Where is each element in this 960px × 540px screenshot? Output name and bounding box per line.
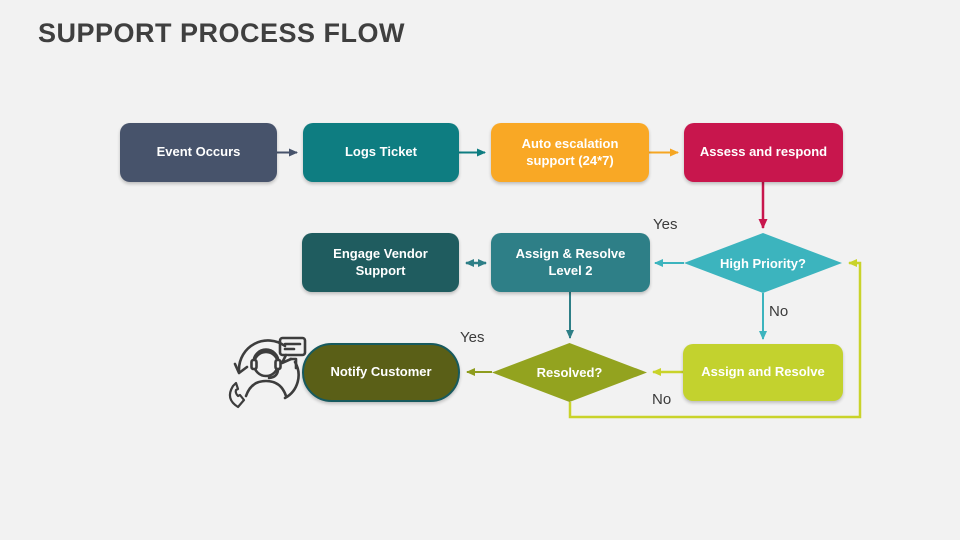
label-high-priority-no: No xyxy=(769,303,789,320)
customer-support-headset-icon xyxy=(222,333,314,415)
edge-resolved-no-loop-to-highpriority xyxy=(568,259,862,419)
page-title: SUPPORT PROCESS FLOW xyxy=(38,18,406,48)
label-high-priority-yes: Yes xyxy=(653,216,678,233)
node-logs-ticket: Logs Ticket xyxy=(303,123,459,182)
label-resolved-no: No xyxy=(652,391,672,408)
node-notify-customer: Notify Customer xyxy=(302,343,460,402)
node-assign-resolve-level2: Assign & Resolve Level 2 xyxy=(491,233,650,292)
node-assess-respond: Assess and respond xyxy=(684,123,843,182)
node-assign-and-resolve: Assign and Resolve xyxy=(683,344,843,401)
node-event-occurs: Event Occurs xyxy=(120,123,277,182)
label-resolved-yes: Yes xyxy=(460,329,485,346)
node-auto-escalation: Auto escalation support (24*7) xyxy=(491,123,649,182)
node-engage-vendor-support: Engage Vendor Support xyxy=(302,233,459,292)
